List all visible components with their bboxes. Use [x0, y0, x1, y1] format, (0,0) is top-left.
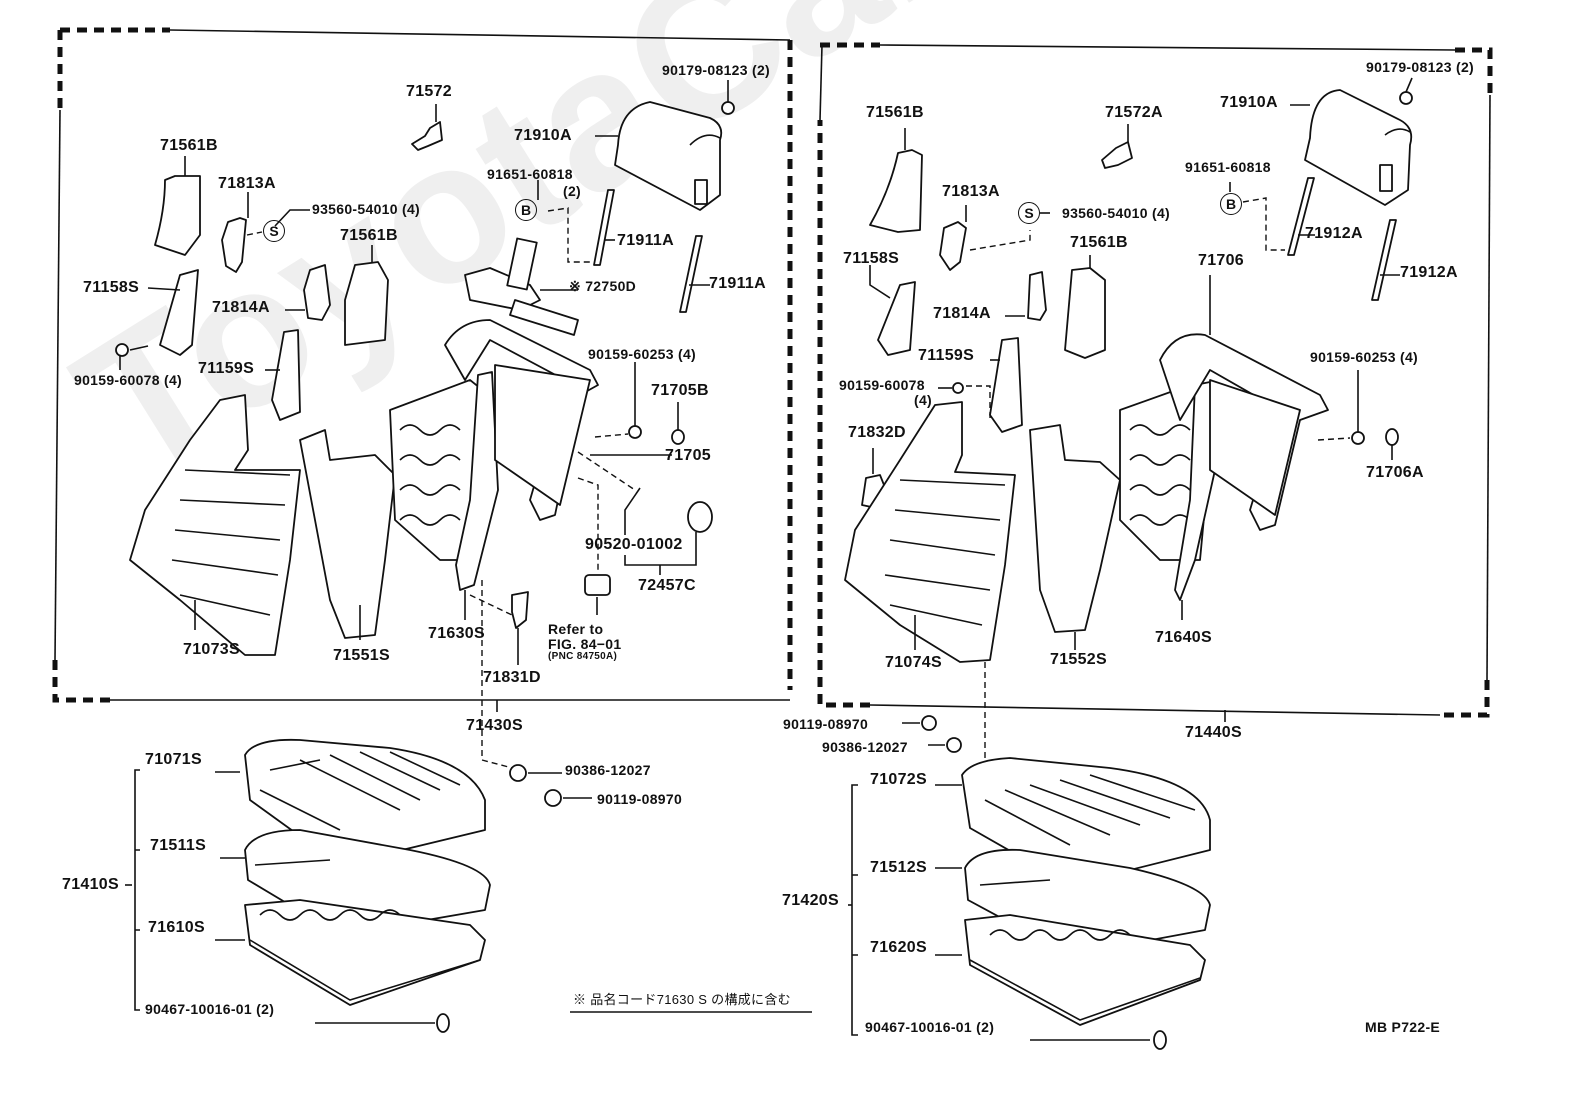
part-label-71814a: 71814A [212, 299, 270, 316]
part-label-90467-10016-01: 90467-10016-01 (2) [145, 1001, 275, 1017]
assembly-label-71410s: 71410S [62, 876, 119, 893]
part-label-71831d: 71831D [483, 669, 541, 686]
left-cushion-parts [125, 738, 592, 1033]
symbol-s-icon: S [263, 220, 285, 242]
part-label-71813a: 71813A [942, 183, 1000, 200]
part-label-71705: 71705 [665, 447, 711, 464]
part-label-90159-60078: 90159-60078 (4) [74, 372, 183, 388]
part-label-71640s: 71640S [1155, 629, 1212, 646]
part-label-90159-60253: 90159-60253 (4) [588, 346, 697, 362]
part-label-71158s: 71158S [843, 250, 900, 267]
part-label-71813a: 71813A [218, 175, 276, 192]
right-group-border [817, 42, 1493, 718]
part-label-71561b: 71561B [340, 227, 398, 244]
part-label-71706a: 71706A [1366, 464, 1424, 481]
part-label-71910a: 71910A [514, 127, 572, 144]
part-label-71911a: 71911A [617, 232, 674, 249]
part-label-71072s: 71072S [870, 771, 927, 788]
symbol-b-icon: B [515, 199, 537, 221]
part-label-71561b: 71561B [866, 104, 924, 121]
part-label-71620s: 71620S [870, 939, 927, 956]
part-label-71159s: 71159S [918, 347, 975, 364]
part-label-71572a: 71572A [1105, 104, 1163, 121]
assembly-label-71420s: 71420S [782, 892, 839, 909]
part-label-71912a: 71912A [1305, 225, 1363, 242]
assembly-label-71440s: 71440S [1185, 724, 1242, 741]
part-label-71705b: 71705B [651, 382, 709, 399]
part-label-71911a: 71911A [709, 275, 766, 292]
part-label-71814a: 71814A [933, 305, 991, 322]
part-label-90159-60253: 90159-60253 (4) [1310, 349, 1419, 365]
right-seatback-parts [844, 77, 1413, 760]
part-label-90159-60078-qty: (4) [914, 392, 933, 408]
refer-pnc-label: (PNC 84750A) [548, 651, 618, 662]
part-label-71706: 71706 [1198, 252, 1244, 269]
part-label-93560-54010: 93560-54010 (4) [312, 201, 421, 217]
part-label-71630s: 71630S [428, 625, 485, 642]
assembly-label-71430s: 71430S [466, 717, 523, 734]
part-label-90179-08123: 90179-08123 (2) [662, 62, 771, 78]
part-label-71552s: 71552S [1050, 651, 1107, 668]
part-label-90520-01002: 90520-01002 [585, 536, 683, 553]
part-label-71158s: 71158S [83, 279, 140, 296]
part-label-90386-12027: 90386-12027 [822, 739, 908, 755]
part-label-71910a: 71910A [1220, 94, 1278, 111]
part-label-90119-08970: 90119-08970 [783, 716, 869, 732]
left-seatback-parts [115, 80, 735, 771]
part-label-71551s: 71551S [333, 647, 390, 664]
part-label-71572: 71572 [406, 83, 452, 100]
footnote-text: ※ 品名コード71630 S の構成に含む [573, 992, 791, 1007]
symbol-s-icon: S [1018, 202, 1040, 224]
part-label-71071s: 71071S [145, 751, 202, 768]
part-label-71561b: 71561B [160, 137, 218, 154]
part-label-71159s: 71159S [198, 360, 255, 377]
part-label-71610s: 71610S [148, 919, 205, 936]
left-group-border [52, 27, 793, 703]
refer-to-label: Refer to [548, 621, 604, 637]
part-label-71511s: 71511S [150, 837, 207, 854]
part-label-91651-qty: (2) [563, 183, 582, 199]
part-label-93560-54010: 93560-54010 (4) [1062, 205, 1171, 221]
part-label-90386-12027: 90386-12027 [565, 762, 651, 778]
part-label-90179-08123: 90179-08123 (2) [1366, 59, 1475, 75]
part-label-71074s: 71074S [885, 654, 942, 671]
part-label-71512s: 71512S [870, 859, 927, 876]
right-cushion-parts [848, 715, 1211, 1050]
part-label-90159-60078: 90159-60078 [839, 377, 925, 393]
part-label-71832d: 71832D [848, 424, 906, 441]
part-label-91651-60818: 91651-60818 [1185, 159, 1271, 175]
refer-fig-label: FIG. 84−01 [548, 636, 622, 652]
part-label-72750d: ※ 72750D [569, 278, 637, 294]
part-label-71912a: 71912A [1400, 264, 1458, 281]
part-label-90467-10016-01: 90467-10016-01 (2) [865, 1019, 995, 1035]
part-label-71073s: 71073S [183, 641, 240, 658]
part-label-72457c: 72457C [638, 577, 696, 594]
part-label-90119-08970: 90119-08970 [597, 791, 683, 807]
figure-code: MB P722-E [1365, 1019, 1441, 1035]
part-label-91651-60818: 91651-60818 [487, 166, 573, 182]
part-label-71561b: 71561B [1070, 234, 1128, 251]
symbol-b-icon: B [1220, 193, 1242, 215]
